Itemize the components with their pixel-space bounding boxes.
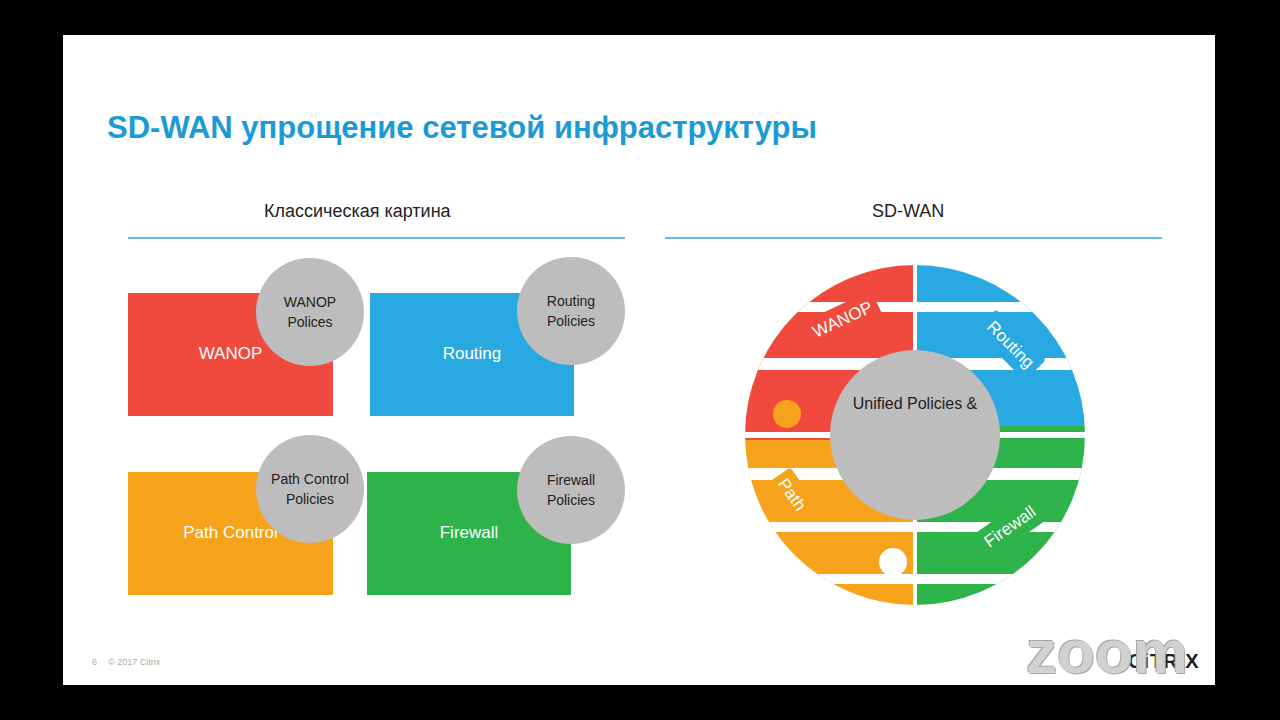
policy-circle: WANOP Polices <box>256 258 364 366</box>
unified-circle: Unified Policies & <box>830 350 1000 520</box>
slide-title: SD-WAN упрощение сетевой инфраструктуры <box>107 110 817 146</box>
puzzle-circle <box>740 260 1100 610</box>
node-text: WANOP <box>199 342 263 367</box>
node-text: WANOP Polices <box>264 292 356 333</box>
node-text: Routing <box>443 342 502 367</box>
policy-circle: Firewall Policies <box>517 436 625 544</box>
node-text: Firewall <box>440 521 499 546</box>
node-text: Routing Policies <box>525 291 617 332</box>
node-text: Path Control Policies <box>264 469 356 510</box>
section-heading: SD-WAN <box>872 201 944 222</box>
heading-rule <box>128 237 625 239</box>
node-text: Path Control <box>183 521 278 546</box>
policy-circle: Routing Policies <box>517 257 625 365</box>
slide-number: 6 <box>92 657 97 667</box>
node-text: Unified Policies & <box>853 392 978 415</box>
watermark: zoom <box>1026 616 1188 687</box>
policy-circle: Path Control Policies <box>256 435 364 543</box>
heading-rule <box>665 237 1162 239</box>
slide-background <box>63 35 1215 685</box>
copyright-note: © 2017 Citrix <box>108 657 160 667</box>
section-heading: Классическая картина <box>264 201 451 222</box>
node-text: Firewall Policies <box>525 470 617 511</box>
